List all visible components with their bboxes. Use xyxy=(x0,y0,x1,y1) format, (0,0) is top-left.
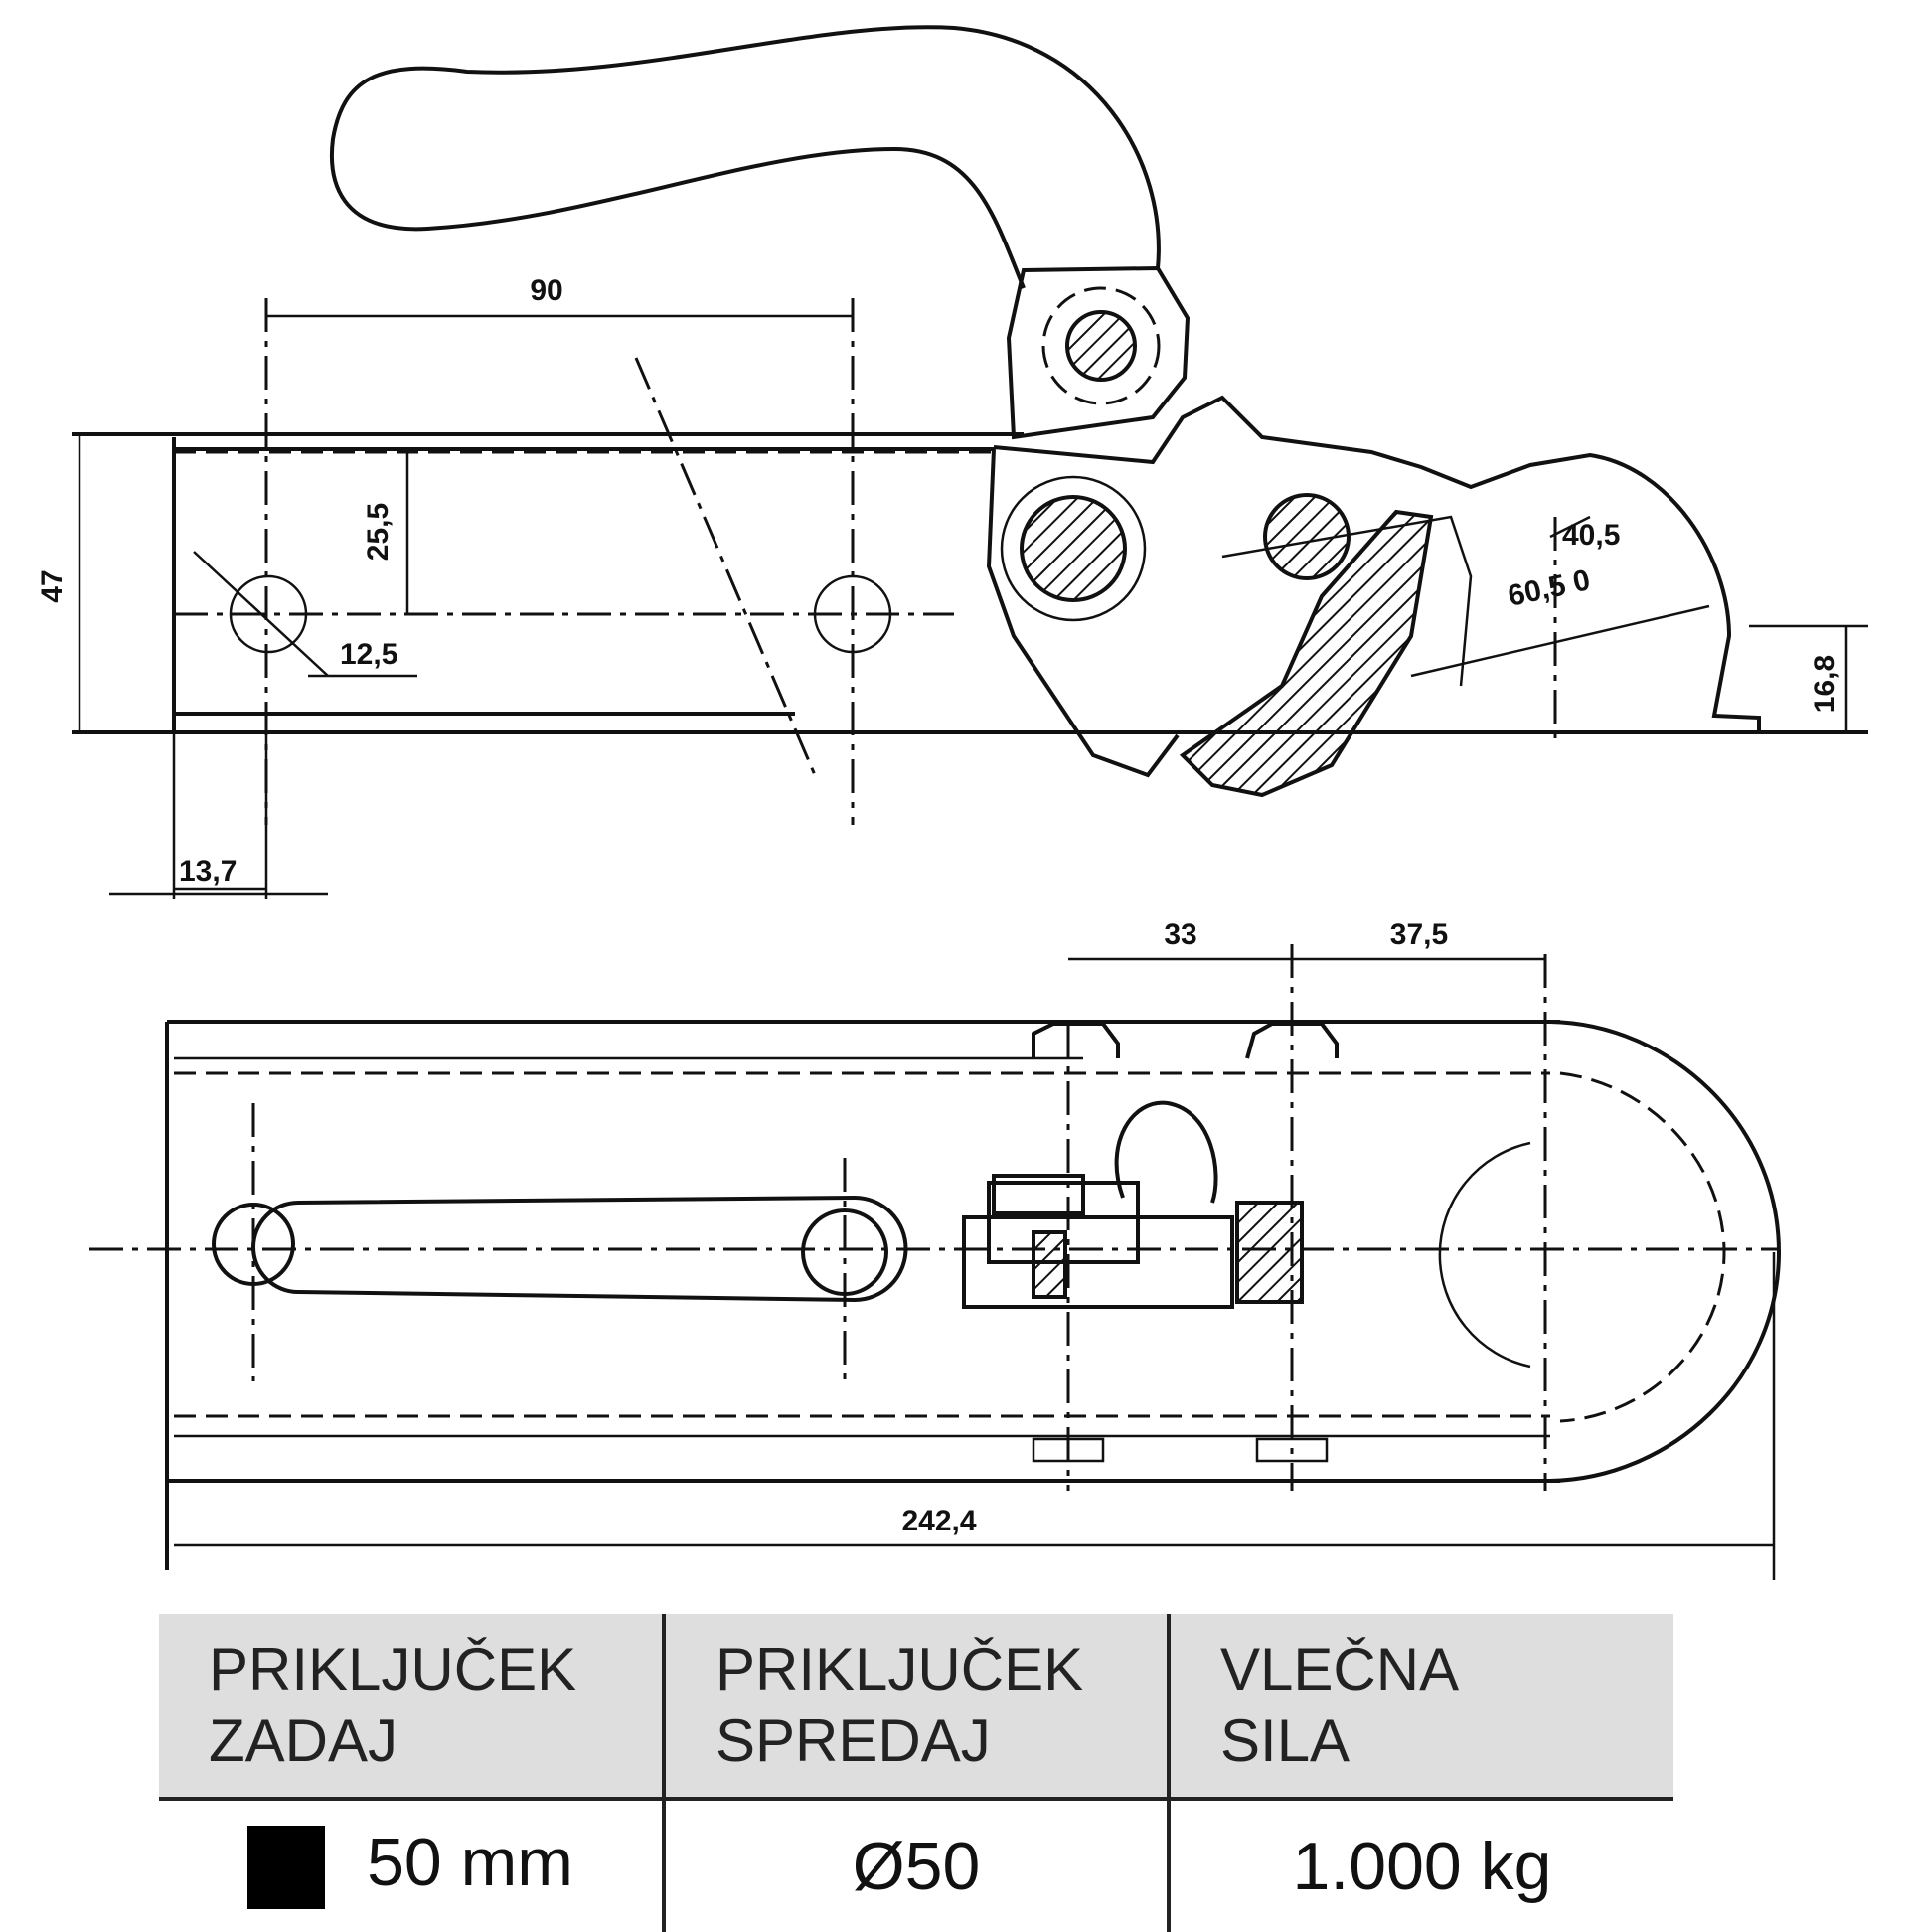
header-rear-connection: PRIKLJUČEK ZADAJ xyxy=(159,1614,664,1799)
angle-60-5: 60,5 0 xyxy=(1506,564,1593,613)
side-dimensions: 90 47 25,5 12,5 13,7 16,8 40,5 60,5 0 xyxy=(36,274,1868,899)
dim-12-5: 12,5 xyxy=(340,638,398,671)
dim-16-8: 16,8 xyxy=(1809,655,1841,713)
header-line: SILA xyxy=(1220,1707,1351,1774)
cell-front-connection: Ø50 xyxy=(662,1799,1169,1932)
header-line: PRIKLJUČEK xyxy=(716,1636,1084,1702)
coupling-housing xyxy=(993,395,1761,732)
angle-40-5: 40,5 xyxy=(1562,519,1620,552)
header-line: VLEČNA xyxy=(1220,1636,1460,1702)
locking-pin-icon xyxy=(1263,493,1351,580)
dim-47: 47 xyxy=(36,569,69,602)
cell-rear-connection: 50 mm xyxy=(159,1799,664,1932)
spring-coil-icon xyxy=(1235,1201,1304,1304)
coupling-handle xyxy=(329,25,1161,289)
ball-socket xyxy=(1179,509,1434,798)
dim-13-7: 13,7 xyxy=(179,855,237,887)
technical-drawing: 90 47 25,5 12,5 13,7 16,8 40,5 60,5 0 xyxy=(36,25,1868,1580)
hinge-block xyxy=(1006,265,1191,440)
side-view xyxy=(72,25,1868,825)
dim-90: 90 xyxy=(530,274,562,307)
header-line: PRIKLJUČEK xyxy=(209,1636,577,1702)
rear-connection-value: 50 mm xyxy=(367,1824,573,1900)
dim-25-5: 25,5 xyxy=(362,503,395,561)
header-towing-force: VLEČNA SILA xyxy=(1167,1614,1673,1799)
table-header-row: PRIKLJUČEK ZADAJ PRIKLJUČEK SPREDAJ VLEČ… xyxy=(159,1614,1673,1799)
pivot-bolt-icon xyxy=(1020,495,1127,602)
front-connection-value: Ø50 xyxy=(852,1829,981,1904)
top-view: 33 37,5 242,4 xyxy=(89,918,1782,1580)
square-profile-icon xyxy=(247,1826,326,1910)
cell-towing-force: 1.000 kg xyxy=(1167,1799,1673,1932)
hinge-bolt-icon xyxy=(1065,310,1137,382)
dim-37-5: 37,5 xyxy=(1390,918,1448,951)
dim-242-4: 242,4 xyxy=(901,1505,976,1537)
header-line: SPREDAJ xyxy=(716,1707,991,1774)
table-row: 50 mm Ø50 1.000 kg xyxy=(159,1799,1673,1932)
locking-bolt-icon xyxy=(1032,1230,1067,1299)
header-front-connection: PRIKLJUČEK SPREDAJ xyxy=(662,1614,1169,1799)
dim-33: 33 xyxy=(1164,918,1196,951)
towing-force-value: 1.000 kg xyxy=(1292,1829,1552,1904)
specification-table: PRIKLJUČEK ZADAJ PRIKLJUČEK SPREDAJ VLEČ… xyxy=(159,1614,1673,1932)
header-line: ZADAJ xyxy=(209,1707,398,1774)
